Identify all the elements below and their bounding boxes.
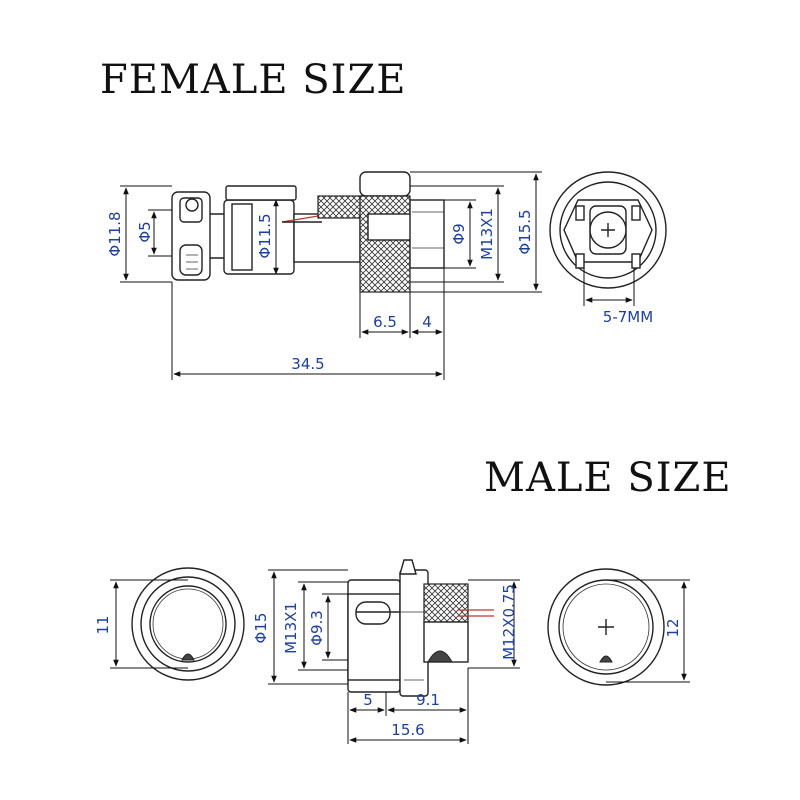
male-side-view [347,559,494,697]
male-dim-len-back: 9.1 [416,691,440,709]
female-title: FEMALE SIZE [100,57,406,103]
male-dim-thread-front: M13X1 [282,602,300,654]
male-back-view: 12 [547,568,690,686]
female-section: FEMALE SIZE [100,57,667,380]
female-dim-nut: Φ15.5 [516,209,534,254]
male-dim-total: 15.6 [391,721,424,739]
female-dim-len-ring: 4 [422,313,432,331]
female-dim-thread: M13X1 [478,208,496,260]
female-side-view [171,171,445,293]
male-dim-inner: Φ9.3 [308,610,326,646]
female-dim-cable: 5-7MM [603,308,653,326]
male-front-view: 11 [94,567,245,681]
male-dim-len-front: 5 [363,691,373,709]
female-dimension-labels: Φ11.8 Φ5 Φ11.5 Φ9 M13X1 Φ15.5 6.5 4 34.5 [106,208,534,373]
male-dim-front-h: 11 [94,615,112,634]
female-dim-len-nut: 6.5 [373,313,397,331]
male-dimensions [268,569,520,744]
female-dim-outer: Φ11.8 [106,211,124,256]
female-dim-pin: Φ5 [136,221,154,242]
male-title: MALE SIZE [484,455,732,501]
female-end-view: 5-7MM [549,171,667,326]
male-dim-thread-back: M12X0.75 [500,584,518,660]
male-dim-back-h: 12 [664,618,682,637]
female-dim-total: 34.5 [291,355,324,373]
female-dim-inner: Φ9 [450,223,468,244]
female-dimensions [120,171,542,380]
male-dimension-labels: Φ15 M13X1 Φ9.3 M12X0.75 5 9.1 15.6 [252,584,518,739]
male-dim-flange: Φ15 [252,613,270,644]
female-dim-body: Φ11.5 [256,213,274,258]
female-knurled-nut [359,195,411,293]
male-section: MALE SIZE 11 [94,455,732,744]
